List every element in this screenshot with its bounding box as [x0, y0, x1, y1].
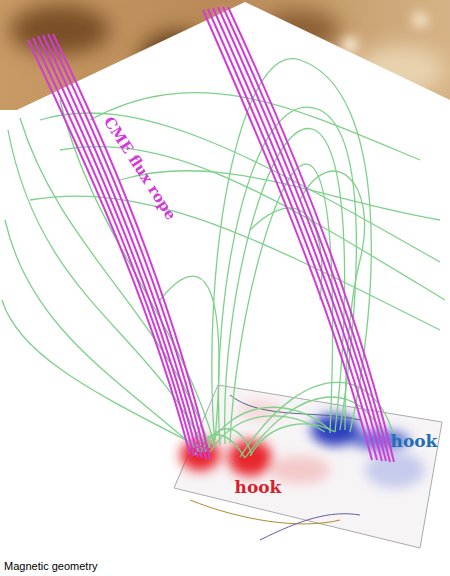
- field-lines: [2, 59, 445, 458]
- magnetogram-plane: [174, 385, 442, 548]
- hook-label: hook: [391, 433, 438, 450]
- panel-caption: Magnetic geometry: [4, 561, 98, 572]
- flux-rope: [28, 7, 394, 462]
- hook-label: hook: [235, 479, 282, 496]
